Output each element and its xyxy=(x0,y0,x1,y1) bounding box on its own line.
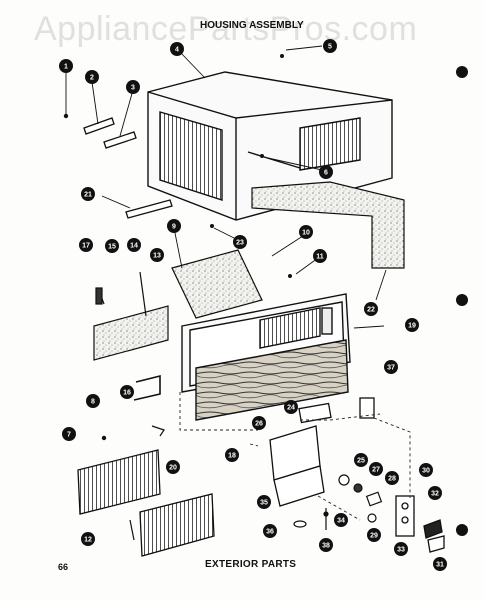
callout-5: 5 xyxy=(328,44,332,51)
callout-23: 23 xyxy=(236,240,244,247)
small-hardware xyxy=(129,425,329,541)
bracket-16 xyxy=(133,374,161,401)
callout-1: 1 xyxy=(64,64,68,71)
callout-3: 3 xyxy=(131,85,135,92)
callout-34: 34 xyxy=(337,518,345,525)
watermark: AppliancePartsPros.com xyxy=(34,10,418,48)
callout-33: 33 xyxy=(397,547,405,554)
leader-lines xyxy=(179,392,411,521)
callout-12: 12 xyxy=(84,537,92,544)
callout-35: 35 xyxy=(260,500,268,507)
binder-dot xyxy=(456,524,468,536)
callout-13: 13 xyxy=(153,253,161,260)
binder-dot xyxy=(456,294,468,306)
callout-6: 6 xyxy=(324,170,328,177)
side-panel xyxy=(171,249,263,319)
control-box xyxy=(269,402,332,507)
header-title: HOUSING ASSEMBLY xyxy=(200,20,304,31)
callout-26: 26 xyxy=(255,421,263,428)
callout-19: 19 xyxy=(408,323,416,330)
callout-16: 16 xyxy=(123,390,131,397)
page-number: 66 xyxy=(58,562,69,572)
callout-27: 27 xyxy=(372,467,380,474)
callout-32: 32 xyxy=(431,491,439,498)
callout-38: 38 xyxy=(322,543,330,550)
callout-15: 15 xyxy=(108,244,116,251)
callout-25: 25 xyxy=(357,458,365,465)
callout-21: 21 xyxy=(84,192,92,199)
callout-18: 18 xyxy=(228,453,236,460)
callout-labels: 1 2 3 4 5 6 7 8 9 10 11 12 13 14 15 16 1… xyxy=(64,44,444,569)
callout-7: 7 xyxy=(67,432,71,439)
callout-4: 4 xyxy=(175,47,179,54)
callout-17: 17 xyxy=(82,243,90,250)
callout-circles xyxy=(59,39,447,571)
callout-2: 2 xyxy=(90,75,94,82)
callout-20: 20 xyxy=(169,465,177,472)
insulation-panel xyxy=(251,181,405,269)
knob-parts xyxy=(338,474,383,523)
callout-9: 9 xyxy=(172,224,176,231)
control-plate xyxy=(395,495,445,553)
side-seal-assembly xyxy=(93,271,169,361)
callout-29: 29 xyxy=(370,533,378,540)
callout-leaders xyxy=(65,45,387,329)
mounting-brackets xyxy=(83,117,173,219)
filter-grille xyxy=(77,449,161,515)
callout-28: 28 xyxy=(388,476,396,483)
part-37 xyxy=(359,397,375,419)
callout-14: 14 xyxy=(130,243,138,250)
callout-8: 8 xyxy=(91,399,95,406)
callout-30: 30 xyxy=(422,468,430,475)
binder-dot xyxy=(456,66,468,78)
air-grille xyxy=(139,493,215,557)
figure-title: EXTERIOR PARTS xyxy=(205,559,297,570)
front-frame xyxy=(181,293,351,421)
callout-11: 11 xyxy=(316,254,324,261)
callout-36: 36 xyxy=(266,529,274,536)
callout-24: 24 xyxy=(287,405,295,412)
callout-10: 10 xyxy=(302,230,310,237)
screws xyxy=(63,54,292,441)
callout-22: 22 xyxy=(367,307,375,314)
callout-37: 37 xyxy=(387,365,395,372)
callout-31: 31 xyxy=(436,562,444,569)
